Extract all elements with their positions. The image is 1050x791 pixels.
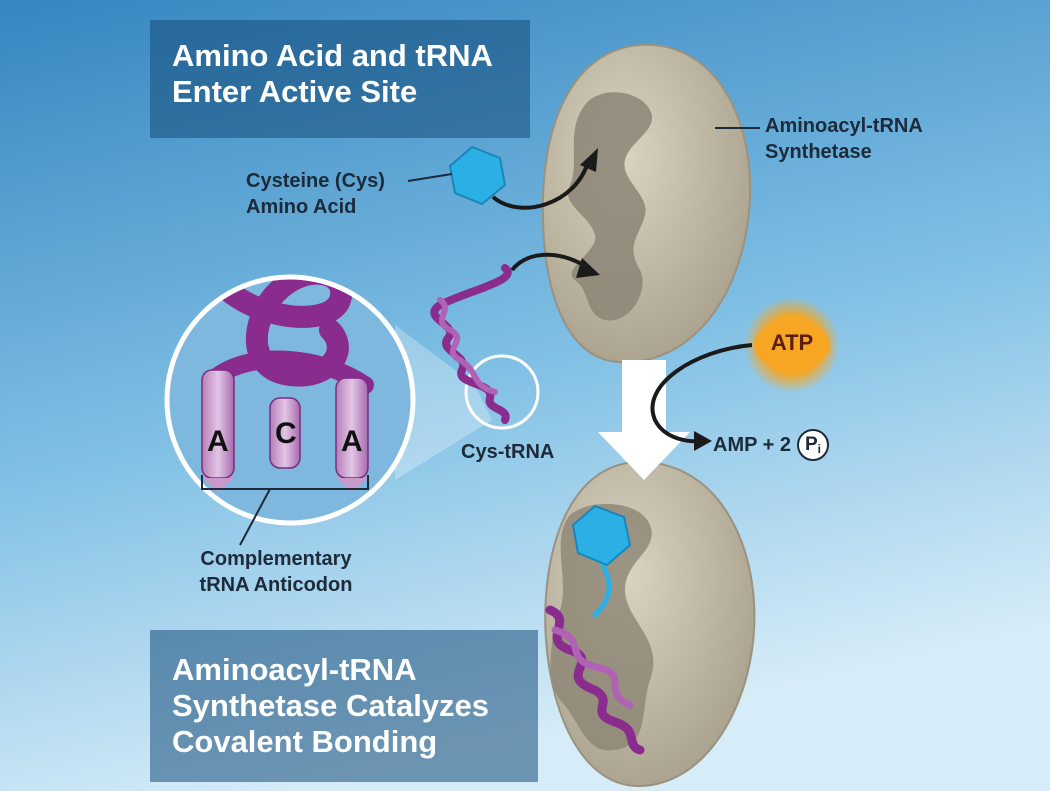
bound-cysteine-hexagon [571, 504, 632, 567]
cys-trna-label: Cys-tRNA [461, 441, 555, 463]
cysteine-leader [407, 173, 453, 182]
cysteine-label: Cysteine (Cys) Amino Acid [246, 170, 385, 218]
step-title-top: Amino Acid and tRNA Enter Active Site [150, 20, 530, 138]
anticodon-bracket [201, 475, 369, 490]
active-site-pocket-filled [550, 503, 654, 751]
anticodon-base-3: A [341, 425, 363, 458]
anticodon-caption: Complementary tRNA Anticodon [199, 548, 353, 596]
step-title-top-line-2: Enter Active Site [172, 73, 418, 109]
amp-text: AMP + 2 [713, 433, 791, 456]
step-title-bottom-line-3: Covalent Bonding [172, 723, 438, 759]
trna-highlight-circle [464, 354, 540, 430]
anticodon-base-2: C [275, 417, 297, 450]
atp-hydrolysis-arrow [650, 343, 753, 444]
anticodon-base-1: A [207, 425, 229, 458]
cysteine-hexagon [448, 145, 507, 206]
zoom-wedge [395, 325, 492, 480]
step-title-top-line-1: Amino Acid and tRNA [172, 38, 493, 73]
bound-trna-molecule [545, 557, 645, 755]
step-title-bottom-line-1: Aminoacyl-tRNA [172, 652, 417, 687]
step-title-bottom-line-2: Synthetase Catalyzes [172, 687, 490, 723]
amino-acid-arrow [491, 161, 590, 210]
enzyme-label: Aminoacyl-tRNA Synthetase [765, 115, 923, 163]
atp-burst [744, 297, 840, 393]
cys-trna-molecule [430, 264, 512, 424]
step-title-bottom: Aminoacyl-tRNA Synthetase Catalyzes Cova… [150, 630, 538, 782]
atp-label: ATP [770, 330, 814, 355]
anticodon-zoom [164, 274, 416, 526]
transition-arrow [598, 360, 690, 480]
active-site-pocket [567, 92, 653, 321]
